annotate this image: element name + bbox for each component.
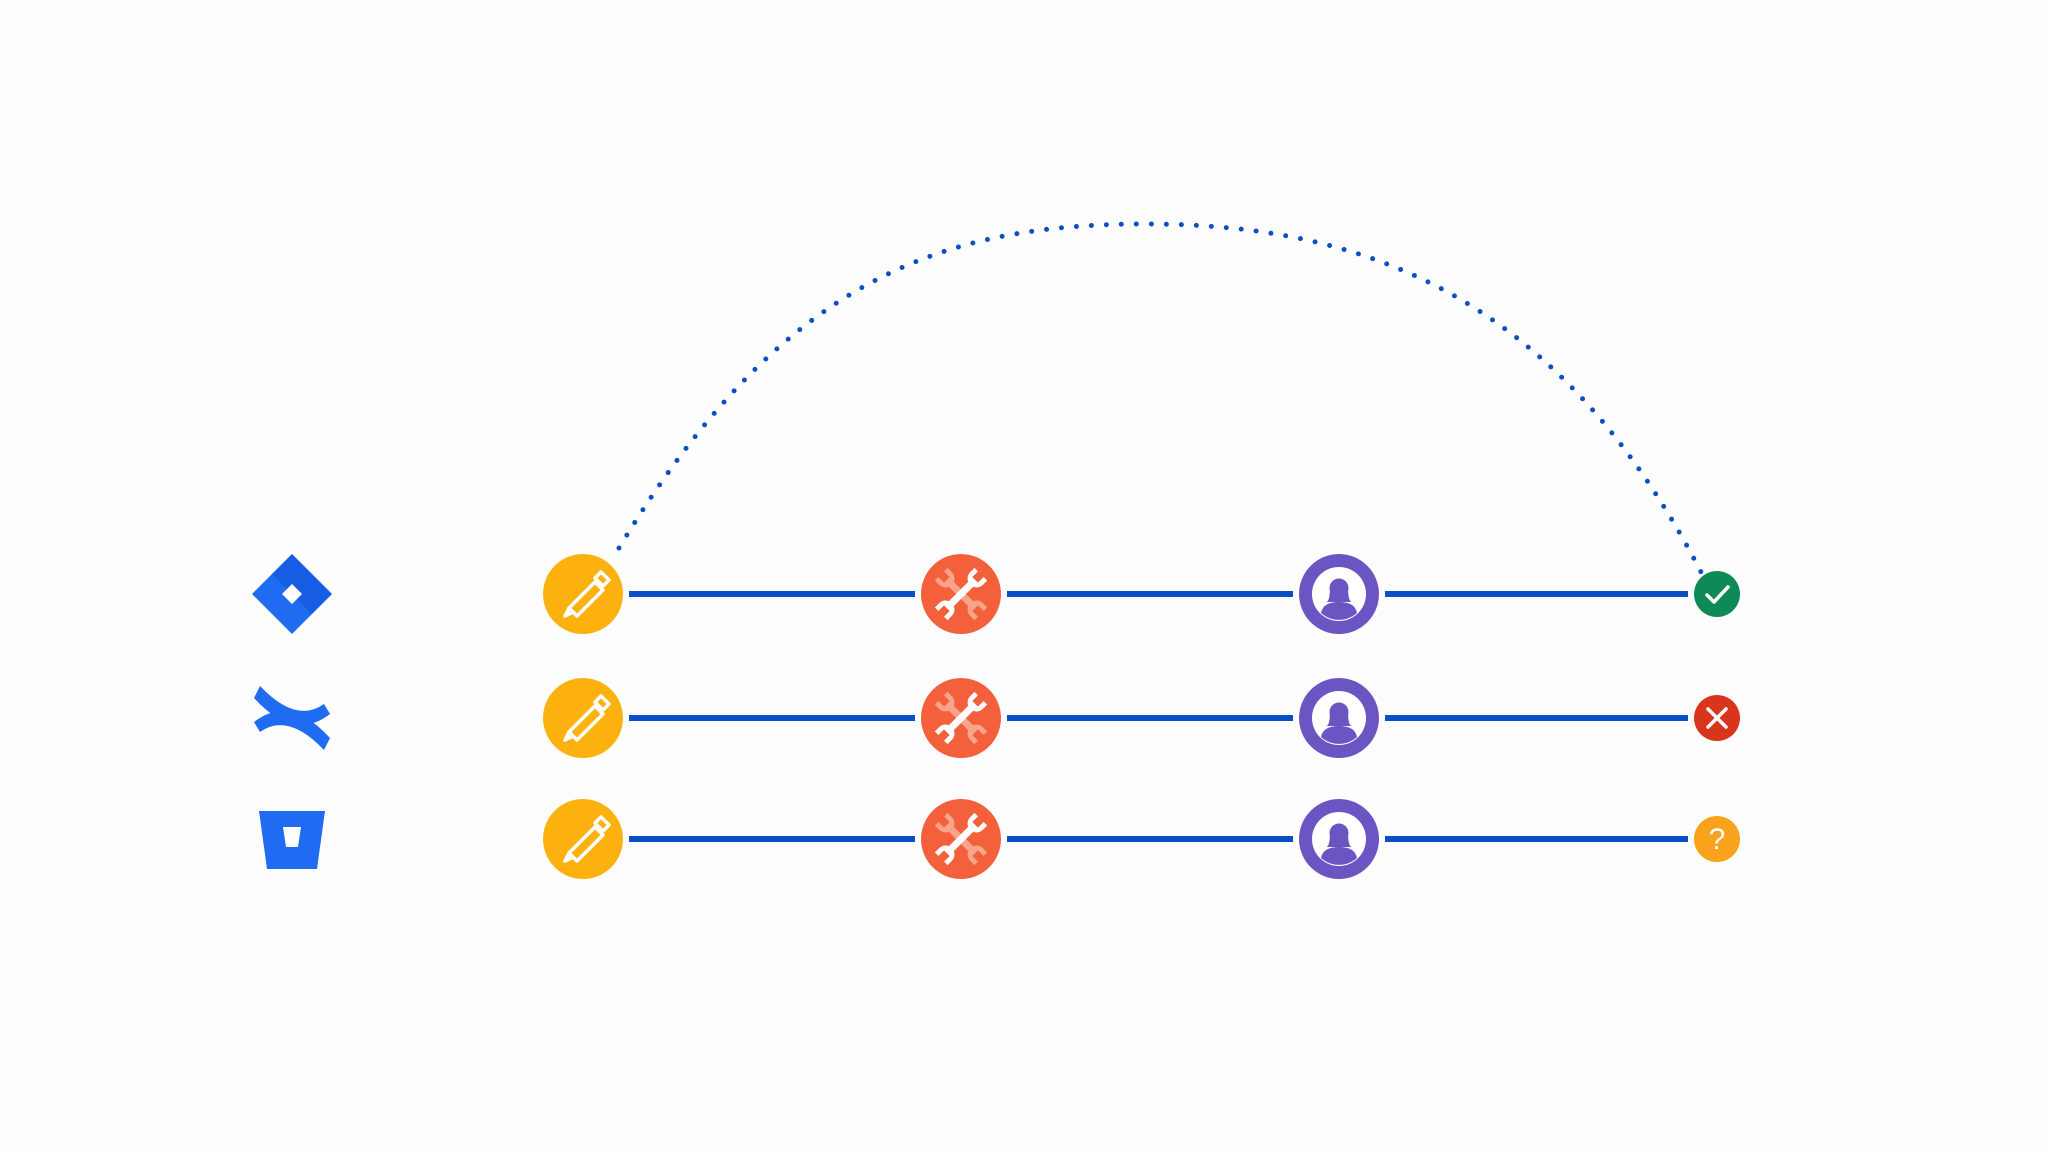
dotted-shortcut-arc [616, 221, 1704, 575]
bitbucket-logo-icon [259, 811, 325, 869]
app-logo-row-3 [259, 811, 325, 869]
row-1-build-stage [921, 554, 1001, 634]
row-3-status: ? [1694, 816, 1740, 862]
row-1-status [1694, 571, 1740, 617]
pencil-icon [563, 694, 611, 742]
jira-logo-icon [252, 554, 332, 634]
row-3-review-stage [1299, 799, 1379, 879]
person-icon [1312, 691, 1366, 745]
person-icon [1312, 567, 1366, 621]
app-logo-row-2 [254, 686, 330, 750]
person-icon [1312, 812, 1366, 866]
app-logo-row-1 [252, 554, 332, 634]
confluence-logo-icon [254, 686, 330, 750]
row-2-review-stage [1299, 678, 1379, 758]
pencil-icon [563, 570, 611, 618]
wrenches-icon [934, 567, 988, 621]
row-3-draft-stage [543, 799, 623, 879]
row-3-build-stage [921, 799, 1001, 879]
row-2-build-stage [921, 678, 1001, 758]
question-icon: ? [1709, 823, 1726, 856]
row-1-draft-stage [543, 554, 623, 634]
wrenches-icon [934, 691, 988, 745]
pencil-icon [563, 815, 611, 863]
row-2-status [1694, 695, 1740, 741]
row-2-draft-stage [543, 678, 623, 758]
row-1-review-stage [1299, 554, 1379, 634]
cross-icon [1706, 707, 1728, 729]
checkmark-icon [1705, 585, 1730, 604]
wrenches-icon [934, 812, 988, 866]
